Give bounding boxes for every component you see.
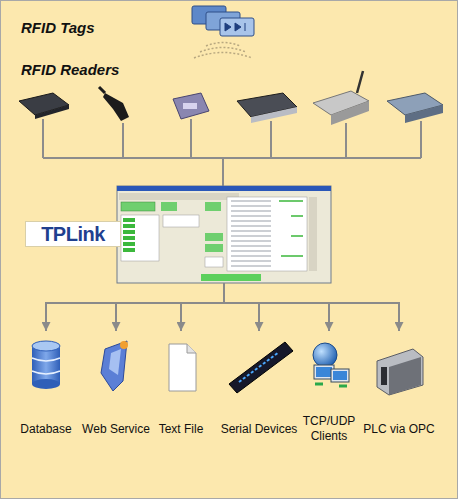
- database-icon: [32, 341, 60, 389]
- rfid-reader: [19, 93, 69, 115]
- target-label: TCP/UDP Clients: [290, 409, 368, 449]
- flow-arrow: [181, 283, 224, 331]
- rfid-reader: [19, 93, 69, 119]
- output-target: Text File: [148, 331, 214, 449]
- software-screenshot: [205, 257, 223, 267]
- plc-icon: [389, 357, 421, 395]
- web-service-icon: [101, 341, 128, 391]
- database-icon: [32, 358, 60, 374]
- rfid-reader: [331, 101, 369, 125]
- software-screenshot: [205, 244, 223, 252]
- plc-icon: [381, 367, 387, 385]
- database-icon: [32, 341, 60, 351]
- target-label: Text File: [142, 409, 220, 449]
- led-display-icon: [229, 342, 293, 393]
- rfid-tag-icon: [194, 43, 252, 59]
- software-screenshot: [121, 215, 159, 261]
- target-label: Serial Devices: [220, 409, 298, 449]
- rfid-tag-icon: [225, 23, 245, 31]
- rfid-reader: [405, 105, 443, 123]
- flow-arrow: [224, 283, 399, 331]
- network-clients-icon: [315, 384, 347, 386]
- software-screenshot: [117, 186, 331, 191]
- software-screenshot: [117, 186, 331, 283]
- bus-wire: [43, 119, 421, 186]
- rfid-reader: [99, 87, 105, 93]
- plc-icon: [377, 349, 423, 395]
- section-label: RFID Tags: [21, 19, 95, 36]
- database-icon: [32, 379, 60, 389]
- flow-arrow: [224, 283, 329, 331]
- product-logo: TPLink: [25, 221, 121, 247]
- software-screenshot: [121, 202, 155, 211]
- output-target: Database: [13, 331, 79, 449]
- network-clients-icon: [316, 367, 332, 377]
- text-file-icon: [169, 344, 196, 391]
- software-screenshot: [201, 274, 261, 281]
- flow-arrow: [46, 283, 224, 331]
- plc-icon: [377, 349, 423, 395]
- target-label: PLC via OPC: [360, 409, 438, 449]
- rfid-reader: [313, 71, 369, 125]
- web-service-icon: [120, 341, 128, 349]
- software-screenshot: [231, 201, 271, 266]
- led-display-icon: [229, 342, 293, 393]
- software-screenshot: [161, 202, 177, 211]
- rfid-reader: [387, 93, 443, 123]
- output-target: Web Service: [83, 331, 149, 449]
- rfid-tag-icon: [192, 6, 254, 58]
- bus-wire: [43, 119, 421, 186]
- text-file-icon: [169, 344, 196, 391]
- software-screenshot: [119, 193, 239, 200]
- rfid-reader: [183, 103, 197, 109]
- software-screenshot: [117, 186, 331, 283]
- rfid-reader: [99, 87, 129, 121]
- rfid-reader: [251, 107, 297, 123]
- network-clients-icon: [313, 343, 337, 367]
- software-screenshot: [123, 220, 135, 250]
- database-icon: [32, 346, 60, 384]
- rfid-tag-icon: [220, 18, 254, 36]
- software-screenshot: [227, 197, 307, 271]
- software-screenshot: [205, 233, 223, 241]
- web-service-icon: [101, 341, 127, 391]
- network-clients-icon: [313, 343, 349, 386]
- text-file-icon: [187, 344, 196, 353]
- software-box: TPLink: [117, 186, 331, 283]
- target-label: Database: [7, 409, 85, 449]
- flow-arrow: [116, 283, 224, 331]
- software-screenshot: [163, 215, 199, 227]
- network-clients-icon: [333, 371, 347, 380]
- target-label: Web Service: [77, 409, 155, 449]
- web-service-icon: [109, 349, 121, 375]
- rfid-reader: [35, 105, 69, 119]
- output-target: TCP/UDP Clients: [296, 331, 362, 449]
- rfid-reader: [173, 93, 209, 119]
- software-screenshot: [309, 197, 317, 271]
- rfid-reader: [103, 93, 129, 121]
- output-target: PLC via OPC: [366, 331, 432, 449]
- rfid-reader: [173, 93, 209, 119]
- led-display-icon: [239, 352, 279, 382]
- flow-arrow: [224, 283, 259, 331]
- rfid-reader: [357, 71, 363, 93]
- network-clients-icon: [331, 369, 349, 382]
- software-screenshot: [205, 202, 221, 211]
- rfid-reader: [237, 93, 297, 123]
- section-label: RFID Readers: [21, 61, 119, 78]
- software-screenshot: [279, 201, 303, 256]
- output-target: Serial Devices: [226, 331, 292, 449]
